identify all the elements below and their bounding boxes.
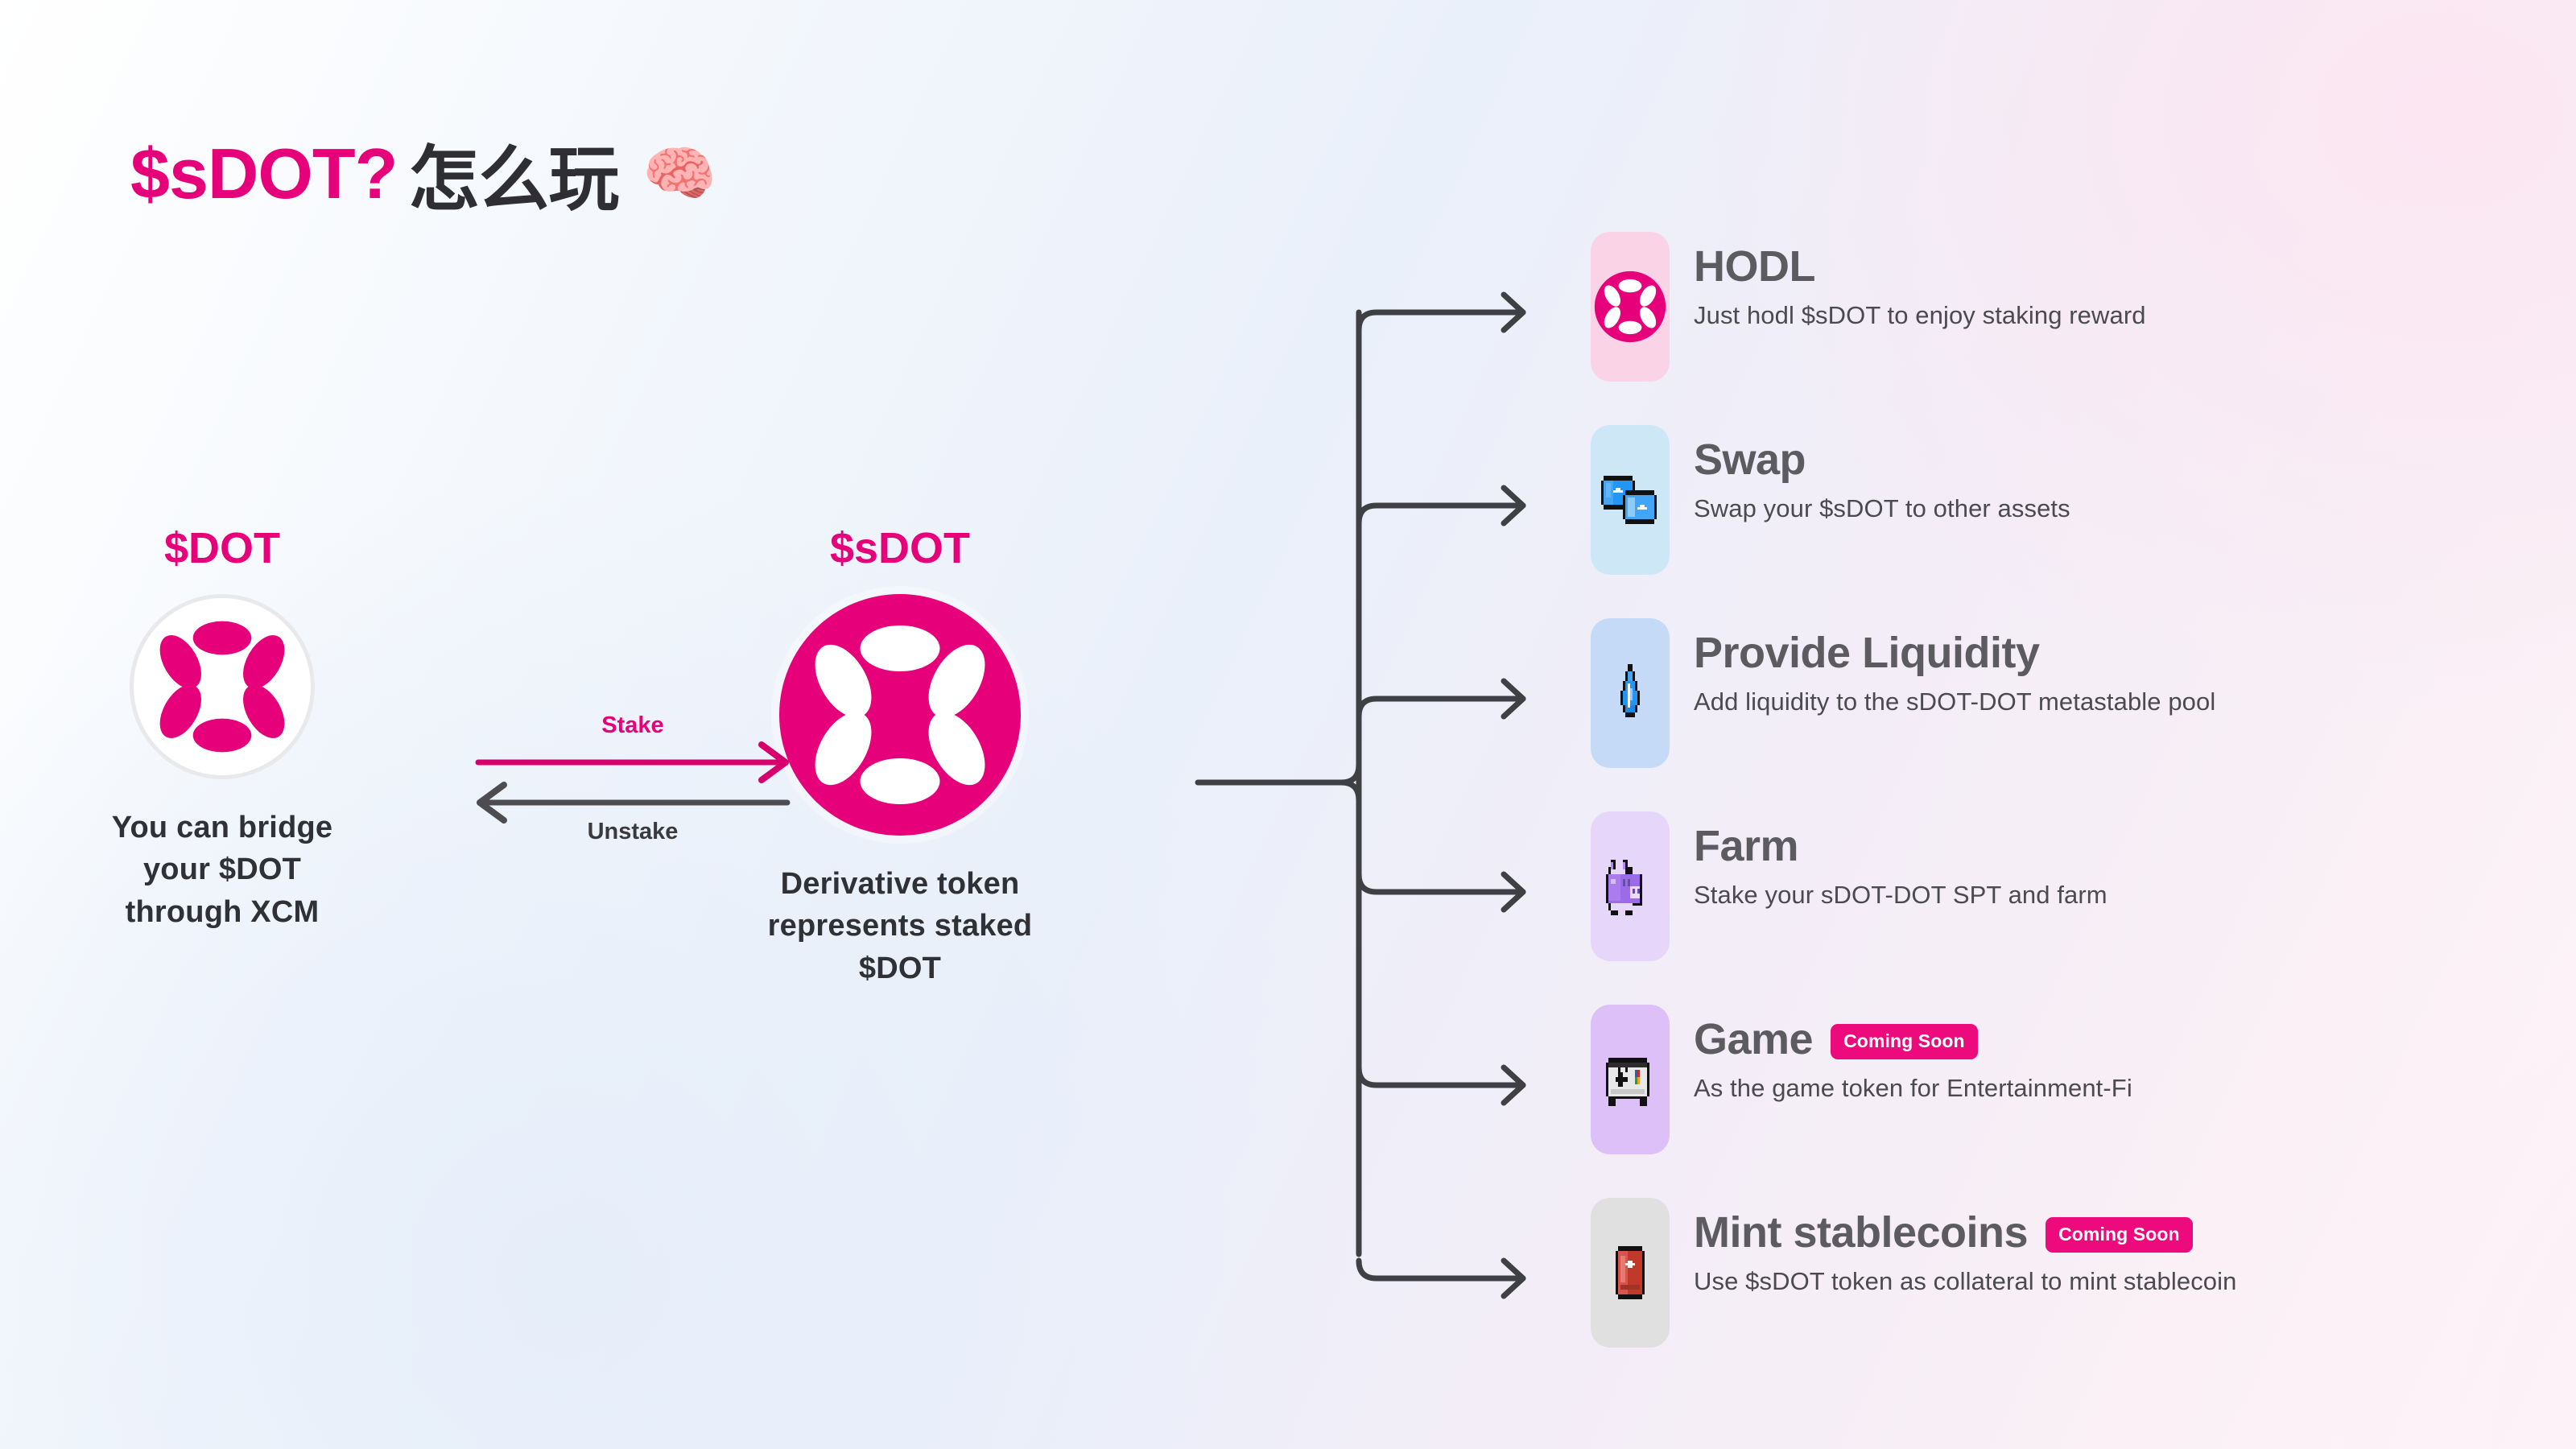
stake-label: Stake <box>601 712 664 738</box>
use-case-subtitle: Swap your $sDOT to other assets <box>1694 494 2070 523</box>
title-token: $sDOT? <box>130 133 398 213</box>
list-item[interactable]: Farm Stake your sDOT-DOT SPT and farm <box>1591 811 2541 1005</box>
list-item[interactable]: Swap Swap your $sDOT to other assets <box>1591 425 2541 618</box>
node-sdot-label: $sDOT <box>829 524 971 572</box>
use-case-title: Farm <box>1694 822 1799 870</box>
stake-unstake-arrows: Stake Unstake <box>472 712 794 857</box>
stake-arrow-icon <box>475 741 791 824</box>
node-sdot: $sDOT Derivative token represents staked $… <box>723 523 1077 989</box>
use-case-icon-tile <box>1591 232 1670 382</box>
use-case-subtitle: Add liquidity to the sDOT-DOT metastable… <box>1694 687 2216 716</box>
use-case-subtitle: Stake your sDOT-DOT SPT and farm <box>1694 881 2107 910</box>
purple-animal-icon <box>1606 860 1642 915</box>
use-case-subtitle: As the game token for Entertainment-Fi <box>1694 1074 2132 1103</box>
polkadot-logo-outline-icon <box>130 594 315 779</box>
caption-line: your $DOT <box>142 852 302 887</box>
polkadot-token-icon <box>1594 270 1666 343</box>
use-case-icon-tile <box>1591 618 1670 768</box>
node-dot-caption: You can bridge your $DOT through XCM <box>77 807 367 933</box>
node-dot-label: $DOT <box>163 524 281 572</box>
branch-connectors <box>1159 242 1578 1304</box>
list-item[interactable]: Provide Liquidity Add liquidity to the s… <box>1591 618 2541 811</box>
use-case-title: HODL <box>1694 242 1815 291</box>
use-case-icon-tile <box>1591 1198 1670 1348</box>
status-badge: Coming Soon <box>1831 1024 1978 1060</box>
status-badge: Coming Soon <box>2046 1217 2193 1253</box>
title-chinese: 怎么玩 <box>408 139 619 219</box>
use-case-title: Swap <box>1694 436 1806 484</box>
use-case-body: Mint stablecoins Coming Soon Use $sDOT t… <box>1694 1209 2531 1296</box>
use-case-icon-tile <box>1591 811 1670 961</box>
use-case-title: Mint stablecoins <box>1694 1208 2029 1257</box>
use-case-body: Provide Liquidity Add liquidity to the s… <box>1694 630 2531 716</box>
list-item[interactable]: Game Coming Soon As the game token for E… <box>1591 1005 2541 1198</box>
unstake-label: Unstake <box>587 819 679 844</box>
caption-line: through XCM <box>125 894 320 929</box>
caption-line: represents staked <box>767 909 1033 943</box>
blue-gems-icon <box>1601 476 1657 524</box>
node-dot: $DOT You can bridge your $DOT through XCM <box>77 523 367 933</box>
use-case-subtitle: Just hodl $sDOT to enjoy staking reward <box>1694 301 2146 330</box>
caption-line: Derivative token <box>780 867 1020 901</box>
use-case-list: HODL Just hodl $sDOT to enjoy staking re… <box>1591 232 2541 1391</box>
use-case-subtitle: Use $sDOT token as collateral to mint st… <box>1694 1267 2237 1296</box>
caption-line: You can bridge <box>111 811 333 844</box>
caption-line: $DOT <box>858 951 942 985</box>
use-case-title: Provide Liquidity <box>1694 629 2040 677</box>
use-case-icon-tile <box>1591 425 1670 575</box>
gamepad-icon <box>1606 1058 1649 1106</box>
water-droplet-icon <box>1620 664 1640 717</box>
list-item[interactable]: HODL Just hodl $sDOT to enjoy staking re… <box>1591 232 2541 425</box>
brain-icon: 🧠 <box>642 139 716 207</box>
polkadot-logo-filled-icon <box>779 594 1021 836</box>
list-item[interactable]: Mint stablecoins Coming Soon Use $sDOT t… <box>1591 1198 2541 1391</box>
use-case-body: HODL Just hodl $sDOT to enjoy staking re… <box>1694 243 2531 330</box>
red-gem-icon <box>1616 1246 1645 1299</box>
use-case-body: Game Coming Soon As the game token for E… <box>1694 1016 2531 1103</box>
node-sdot-caption: Derivative token represents staked $DOT <box>723 863 1077 989</box>
use-case-body: Swap Swap your $sDOT to other assets <box>1694 436 2531 523</box>
use-case-title: Game <box>1694 1015 1814 1063</box>
use-case-body: Farm Stake your sDOT-DOT SPT and farm <box>1694 823 2531 910</box>
page-title: $sDOT?怎么玩 🧠 <box>130 122 717 225</box>
use-case-icon-tile <box>1591 1005 1670 1154</box>
